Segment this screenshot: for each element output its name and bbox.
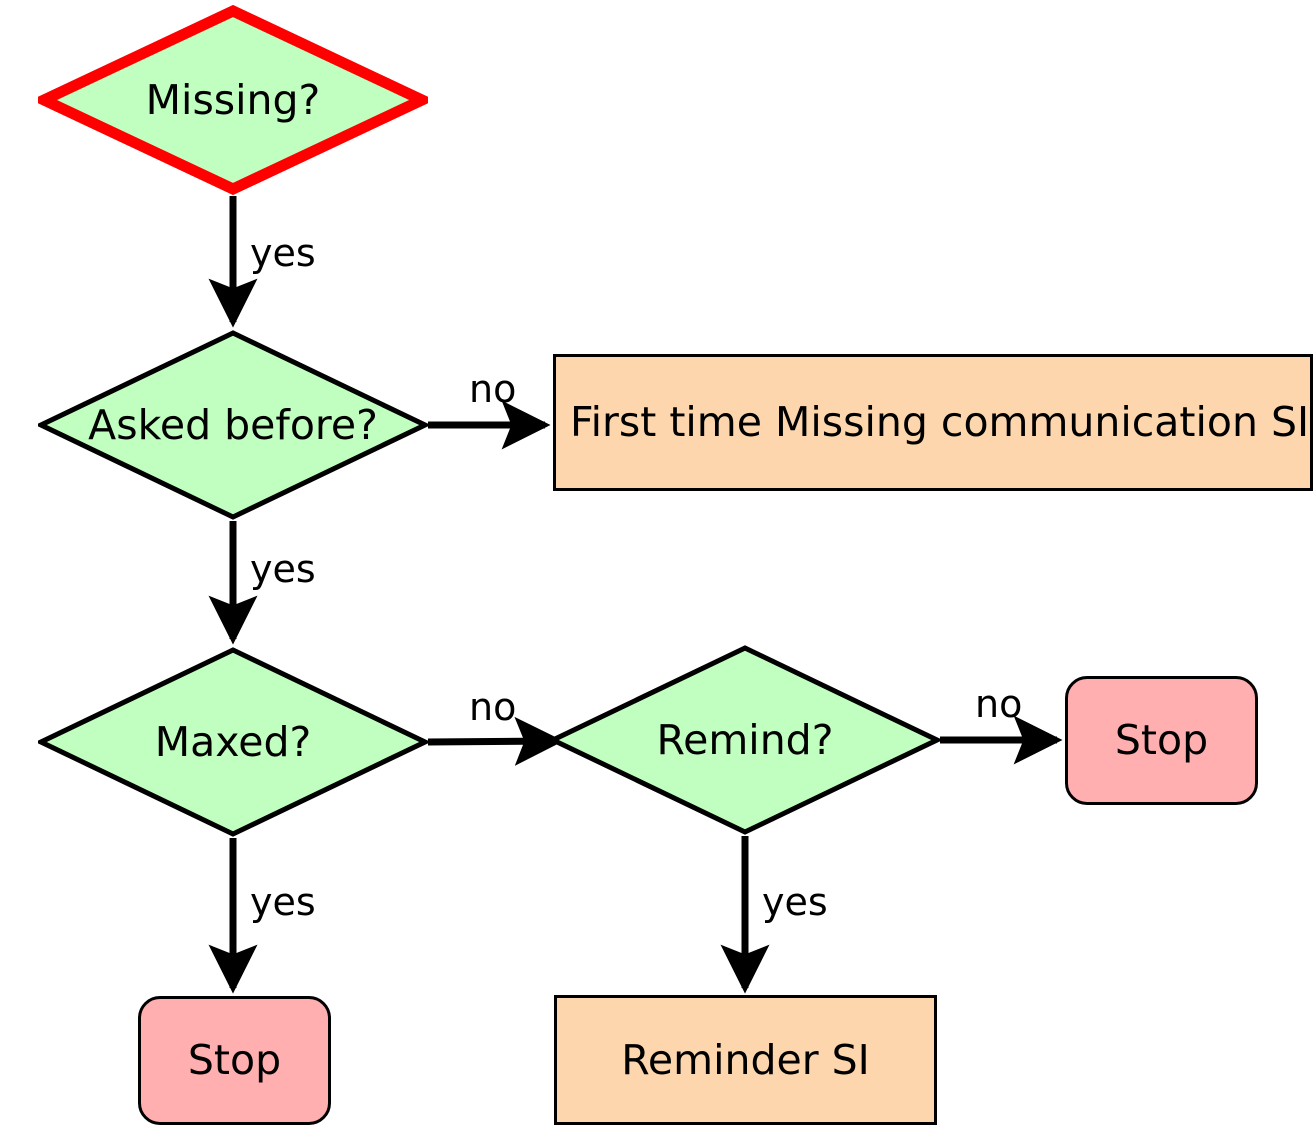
process-node-reminder-si[interactable]: Reminder SI: [554, 995, 937, 1125]
decision-label-asked-before: Asked before?: [88, 400, 378, 449]
terminator-label-stop-bottom: Stop: [187, 1036, 282, 1084]
edge-label-asked-yes: yes: [250, 547, 316, 591]
decision-label-remind: Remind?: [656, 715, 834, 764]
diamond-shape-maxed: [38, 647, 428, 837]
edge-label-maxed-yes: yes: [250, 880, 316, 924]
decision-node-remind[interactable]: Remind?: [550, 645, 940, 835]
decision-node-missing[interactable]: Missing?: [38, 5, 428, 195]
process-node-first-time-si[interactable]: First time Missing communication SI: [553, 354, 1313, 491]
decision-label-missing: Missing?: [145, 75, 321, 124]
process-label-reminder-si: Reminder SI: [621, 1035, 870, 1084]
terminator-node-stop-bottom[interactable]: Stop: [138, 996, 331, 1125]
process-label-first-time-si: First time Missing communication SI: [570, 398, 1310, 446]
edge-label-remind-yes: yes: [762, 880, 828, 924]
edge-label-missing-yes: yes: [250, 231, 316, 275]
edge-label-maxed-no: no: [469, 685, 517, 729]
diamond-shape-missing: [38, 5, 428, 195]
terminator-label-stop-right: Stop: [1114, 716, 1209, 764]
decision-node-asked-before[interactable]: Asked before?: [38, 330, 428, 520]
edge-label-asked-no: no: [469, 367, 517, 411]
decision-node-maxed[interactable]: Maxed?: [38, 647, 428, 837]
decision-label-maxed: Maxed?: [154, 717, 312, 766]
edge-label-remind-no: no: [975, 682, 1023, 726]
terminator-node-stop-right[interactable]: Stop: [1065, 676, 1258, 805]
diamond-shape-asked-before: [38, 330, 428, 520]
diamond-shape-remind: [550, 645, 940, 835]
edge-maxed-no-remind: [427, 716, 564, 766]
